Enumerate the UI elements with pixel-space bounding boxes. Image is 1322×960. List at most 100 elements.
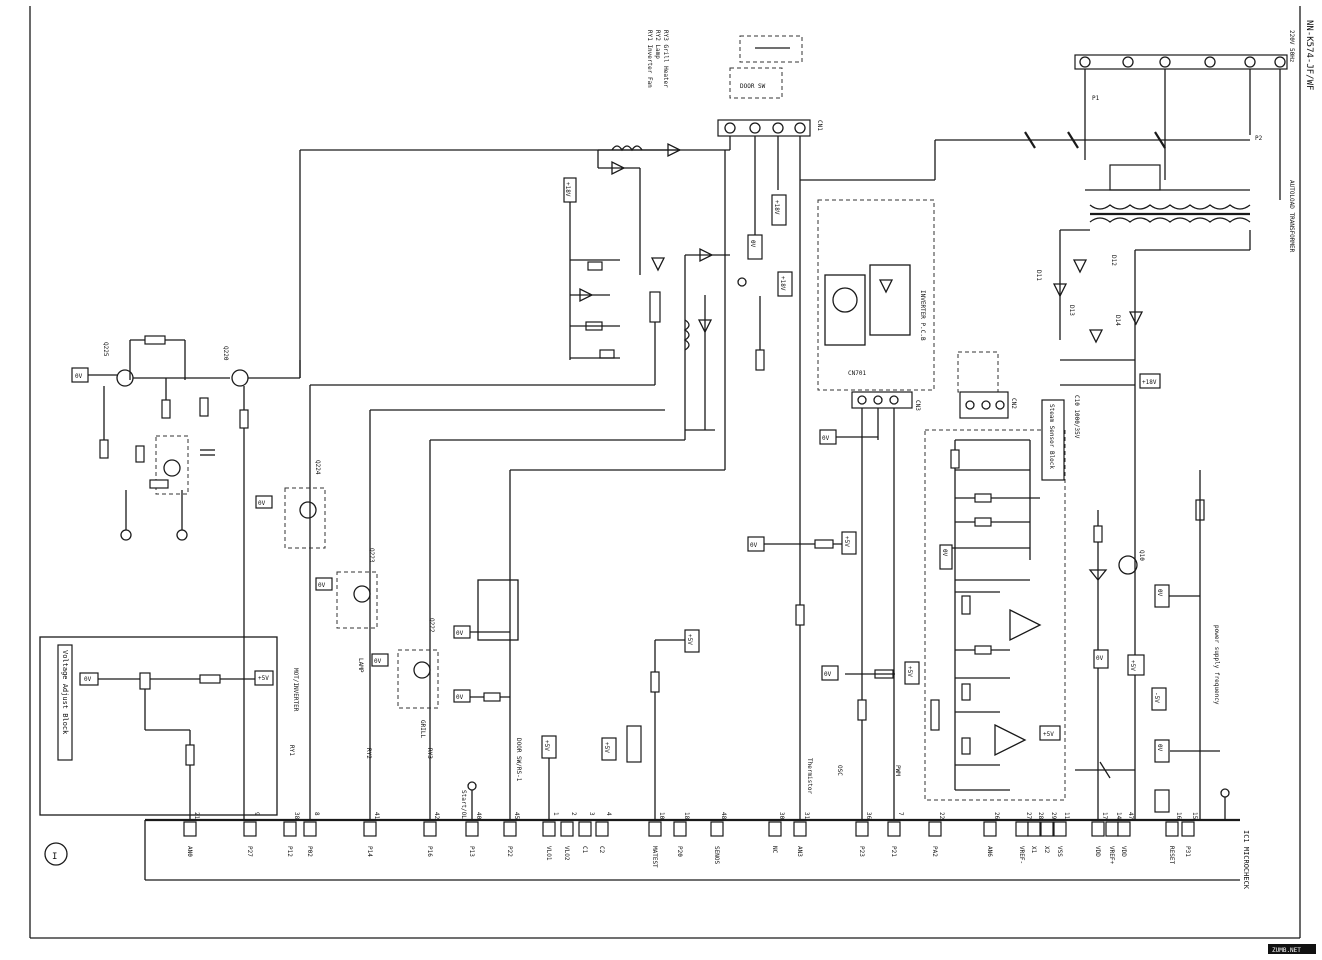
zener-zd10 — [1088, 569, 1108, 582]
ic1-pin-name: P12 — [286, 846, 293, 857]
ic1-pin-name: P13 — [468, 846, 475, 857]
cn3-label: CN3 — [914, 400, 921, 411]
rail-18v-psu — [1139, 373, 1161, 389]
c220-box — [477, 579, 519, 641]
inverter-pcb-block — [817, 199, 935, 391]
signal-grill: GRILL — [419, 720, 426, 738]
q220-label: Q220 — [222, 346, 229, 361]
ic1-pin-box — [793, 821, 807, 837]
relay-box-ry1 — [1109, 164, 1161, 191]
relay-coil-ry3 — [683, 319, 690, 351]
resistor-r228 — [483, 692, 501, 702]
terminal-a[interactable] — [176, 529, 188, 541]
ic1-pin-number: 17 — [1101, 812, 1108, 820]
ic1-pin-box — [560, 821, 574, 837]
svg-text:+5V: +5V — [603, 742, 610, 753]
relay-ry3-desc: RY3 Grill Heater — [662, 30, 669, 88]
connector-cn4 — [1074, 54, 1288, 70]
svg-text:0V: 0V — [456, 630, 464, 637]
svg-text:0V: 0V — [749, 240, 756, 248]
resistor-r390 — [755, 349, 765, 371]
voltage-adjust-block — [39, 636, 278, 816]
ic1-pin-box — [1015, 821, 1029, 837]
ic1-pin-box — [648, 821, 662, 837]
ic1-pin-number: 45 — [513, 812, 520, 820]
ic1-pin-number: 42 — [433, 812, 440, 820]
resistor-r10 — [1093, 525, 1103, 543]
ic1-pin-name: X2 — [1043, 846, 1050, 854]
watermark-text: ZUMB.NET — [1272, 947, 1301, 954]
ic1-pin-box — [928, 821, 942, 837]
capacitor-c26 — [1067, 131, 1079, 149]
resistor-r480 — [950, 449, 960, 469]
resistor-r221 — [199, 397, 209, 417]
svg-text:+5V: +5V — [906, 666, 913, 677]
diode-d223 — [650, 257, 666, 272]
rail-0v-osc — [821, 665, 839, 681]
rail-0v-q222 — [371, 653, 389, 667]
q226-dashed-box — [155, 435, 189, 495]
diode-d11 — [1072, 259, 1088, 274]
svg-text:0V: 0V — [1156, 589, 1163, 597]
resistor-r482 — [961, 737, 971, 755]
d14-label: D14 — [1114, 315, 1121, 326]
q223-label: Q223 — [368, 548, 375, 563]
diode-d12 — [1128, 311, 1144, 326]
rail-0v-q224 — [255, 495, 273, 509]
svg-text:0V: 0V — [941, 549, 948, 557]
ic1-pin-number: 41 — [373, 812, 380, 820]
resistor-r311 — [599, 349, 615, 359]
ic1-pin-number: 11 — [1063, 812, 1070, 820]
svg-text:0V: 0V — [318, 582, 326, 589]
ic1-pin-number: 29 — [1050, 812, 1057, 820]
ic1-pin-box — [768, 821, 782, 837]
svg-text:0V: 0V — [456, 694, 464, 701]
resistor-r484 — [974, 517, 992, 527]
d11-label: D11 — [1035, 270, 1042, 281]
diode-d222 — [699, 247, 714, 263]
signal-motor-inverter: MOT/INVERTER — [292, 668, 299, 712]
voltage-adjust-title: Voltage Adjust Block — [61, 650, 69, 735]
svg-text:+5V: +5V — [543, 740, 550, 751]
svg-text:0V: 0V — [750, 542, 758, 549]
ic1-pin-c1-10: 3C1 — [578, 812, 595, 854]
rail-5v-vadj-text: +5V — [258, 675, 269, 682]
rail-18v-jpr — [777, 271, 793, 297]
signal-thermistor: Thermistor — [806, 758, 813, 795]
capacitor-c25 — [1154, 131, 1166, 149]
ic1-pin-number: 31 — [803, 812, 810, 820]
svg-text:0V: 0V — [822, 435, 830, 442]
matest-box — [626, 725, 642, 763]
ic1-pin-box — [465, 821, 479, 837]
ic1-pin-name: P31 — [1184, 846, 1191, 857]
fuse-p1-label: P1 — [1092, 95, 1100, 102]
ic1-pin-number: 22 — [938, 812, 945, 820]
terminal-b[interactable] — [120, 529, 132, 541]
svg-text:0V: 0V — [258, 500, 266, 507]
signal-pwm: PWM — [894, 765, 901, 776]
ic1-pin-number: 48 — [720, 812, 727, 820]
relay-ry3-label: RY3 — [426, 748, 433, 759]
opto-block-1 — [824, 274, 866, 346]
ic1-pin-name: VLO2 — [563, 846, 570, 861]
capacitor-c27 — [1024, 131, 1036, 149]
svg-text:+18V: +18V — [779, 276, 786, 291]
ic1-pin-name: MATEST — [651, 846, 658, 868]
ic1-pin-number: 10 — [658, 812, 665, 820]
relay-ry2-desc: RY2 Lamp — [654, 30, 661, 59]
svg-text:0V: 0V — [1096, 655, 1104, 662]
ic1-pin-c2-11: 4C2 — [595, 812, 612, 854]
svg-text:+5V: +5V — [686, 634, 693, 645]
ic1-pin-box — [710, 821, 724, 837]
steam-sensor-block — [924, 429, 1066, 801]
transistor-q223 — [353, 585, 371, 603]
voltage-adjust-title-box — [57, 644, 73, 761]
relay-ry1-label: RY1 — [288, 745, 295, 756]
ic1-pin-number: 28 — [1037, 812, 1044, 820]
